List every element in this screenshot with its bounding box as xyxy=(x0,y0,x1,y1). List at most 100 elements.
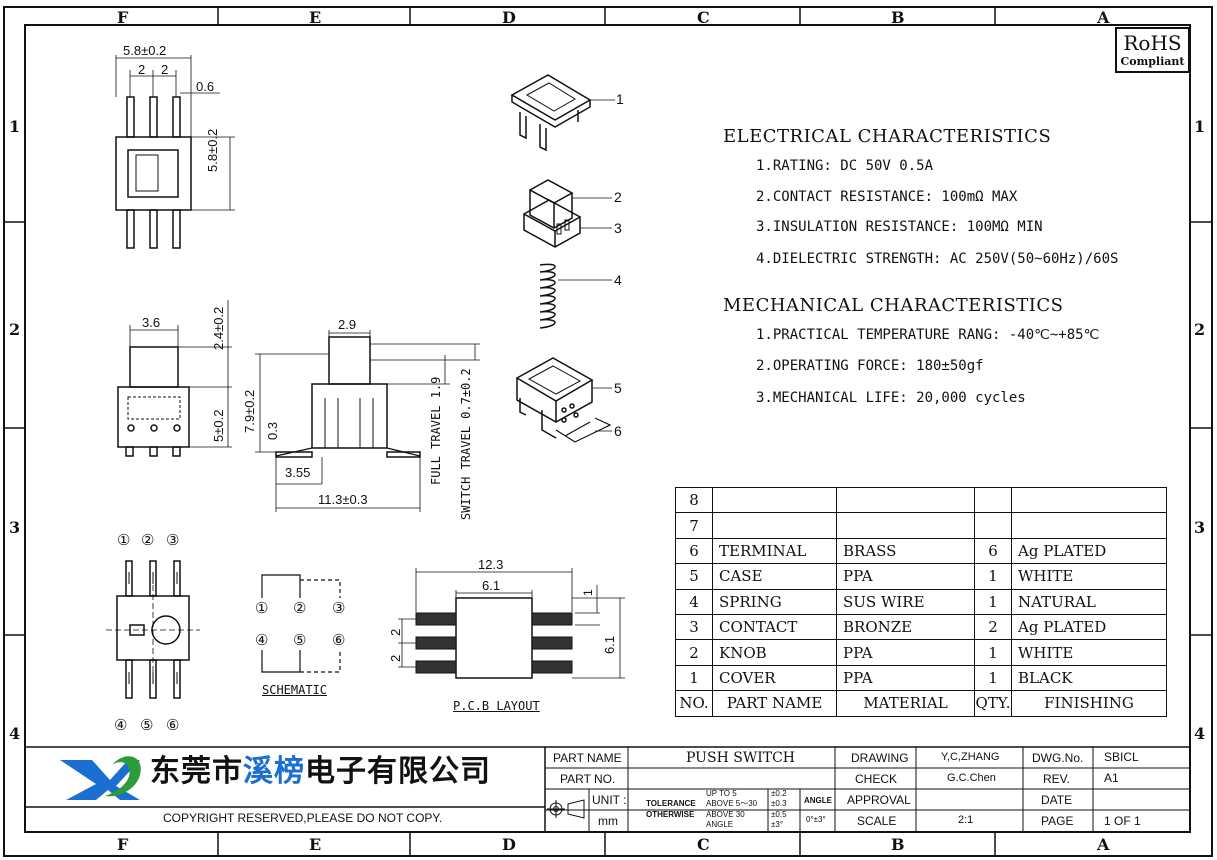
dim-foot: 3.55 xyxy=(285,465,311,480)
bom-qty: 2 xyxy=(974,613,1012,641)
bom-part: CASE xyxy=(712,563,837,590)
bom-finishing: WHITE xyxy=(1011,639,1167,666)
bom-material: BRONZE xyxy=(836,613,975,641)
callout-4: 4 xyxy=(614,272,622,288)
electrical-item-2: 2.CONTACT RESISTANCE: 100mΩ MAX xyxy=(756,189,1018,205)
tb-rev: A1 xyxy=(1104,771,1119,785)
schematic-pin-1: ① xyxy=(255,599,269,617)
tb-part-name: PUSH SWITCH xyxy=(686,750,795,766)
bom-material: PPA xyxy=(836,639,975,666)
tb-unit-label: UNIT : xyxy=(592,793,627,807)
bom-material xyxy=(836,512,975,539)
bom-no: 5 xyxy=(675,563,713,590)
bom-row: 8 xyxy=(675,486,1167,514)
tb-approval-label: APPROVAL xyxy=(847,793,911,807)
company-name-part1: 东莞市 xyxy=(150,754,243,789)
dim-span: 11.3±0.3 xyxy=(318,492,368,507)
zone-col-c-top: C xyxy=(697,8,710,27)
zone-row-2-left: 2 xyxy=(9,320,21,339)
bom-row: 7 xyxy=(675,512,1167,539)
electrical-item-4: 4.DIELECTRIC STRENGTH: AC 250V(50~60Hz)/… xyxy=(756,251,1119,267)
company-name-part3: 电子有限公司 xyxy=(305,754,491,789)
bom-part: COVER xyxy=(712,664,837,692)
zone-row-3-right: 3 xyxy=(1194,518,1206,537)
tb-part-name-label: PART NAME xyxy=(553,751,622,765)
tb-dwg-no: SBICL xyxy=(1104,750,1139,764)
callout-1: 1 xyxy=(616,91,624,107)
dim-standoff: 0.3 xyxy=(265,421,280,440)
tb-check: G.C.Chen xyxy=(947,772,996,784)
dim-body-height: 5±0.2 xyxy=(211,409,226,442)
bom-part: KNOB xyxy=(712,639,837,666)
zone-row-3-left: 3 xyxy=(9,518,21,537)
bom-material: BRASS xyxy=(836,537,975,565)
rohs-subtitle: Compliant xyxy=(1120,55,1185,68)
tb-tolerance-label: TOLERANCE xyxy=(646,799,696,808)
bom-finishing xyxy=(1011,512,1167,539)
bom-finishing: NATURAL xyxy=(1011,588,1167,615)
schematic-pin-2: ② xyxy=(293,599,307,617)
dim-knob-height: 2.4±0.2 xyxy=(211,306,226,350)
dim-top-width: 5.8±0.2 xyxy=(123,43,167,58)
zone-col-a-bottom: A xyxy=(1097,835,1110,854)
bom-no: 2 xyxy=(675,639,713,666)
bom-header-qty: QTY. xyxy=(974,690,1012,717)
bom-no: 1 xyxy=(675,664,713,692)
pcb-dim-height: 6.1 xyxy=(602,635,617,654)
tb-page-label: PAGE xyxy=(1041,814,1074,828)
tb-tol-above-5-30: ABOVE 5～30 xyxy=(706,799,758,808)
schematic-pin-6: ⑥ xyxy=(332,631,346,649)
bom-part: CONTACT xyxy=(712,613,837,641)
bom-qty: 1 xyxy=(974,563,1012,590)
bom-finishing: Ag PLATED xyxy=(1011,537,1167,565)
schematic-pin-4: ④ xyxy=(255,631,269,649)
pcb-dim-pitch-2: 2 xyxy=(388,654,403,662)
callout-2: 2 xyxy=(614,189,622,205)
company-name: 东莞市溪榜电子有限公司 xyxy=(150,757,491,787)
zone-col-e-top: E xyxy=(309,8,322,27)
pcb-dim-span: 12.3 xyxy=(478,557,504,572)
tb-drawing-label: DRAWING xyxy=(851,751,909,765)
bom-part: SPRING xyxy=(712,588,837,615)
tb-tol-v3: ±0.5 xyxy=(771,810,787,819)
rohs-badge: RoHS Compliant xyxy=(1115,27,1190,73)
zone-col-f-bottom: F xyxy=(117,835,129,854)
callout-3: 3 xyxy=(614,220,622,236)
tb-angle-value: 0°±3° xyxy=(806,815,826,824)
tb-scale-label: SCALE xyxy=(857,814,897,828)
bom-no: 6 xyxy=(675,537,713,565)
mechanical-item-2: 2.OPERATING FORCE: 180±50gf xyxy=(756,358,984,374)
pin-label-6: ⑥ xyxy=(166,716,180,734)
zone-col-d-bottom: D xyxy=(502,835,516,854)
callout-5: 5 xyxy=(614,380,622,396)
zone-col-c-bottom: C xyxy=(697,835,710,854)
company-name-part2: 溪榜 xyxy=(243,754,305,789)
zone-col-e-bottom: E xyxy=(309,835,322,854)
dim-pin-width: 0.6 xyxy=(196,79,215,94)
bom-part xyxy=(712,512,837,539)
tb-tol-up-to-5: UP TO 5 xyxy=(706,789,737,798)
pin-label-4: ④ xyxy=(114,716,128,734)
zone-row-4-right: 4 xyxy=(1194,724,1206,743)
tb-otherwise-label: OTHERWISE xyxy=(646,810,695,819)
pcb-dim-body: 6.1 xyxy=(482,578,501,593)
zone-col-b-top: B xyxy=(891,8,905,27)
tb-tol-v1: ±0.2 xyxy=(771,789,787,798)
dim-full-travel: FULL TRAVEL 1.9 xyxy=(429,376,443,485)
dim-front-knob: 2.9 xyxy=(338,317,357,332)
mechanical-item-1: 1.PRACTICAL TEMPERATURE RANG: -40℃~+85℃ xyxy=(756,327,1100,343)
bom-material xyxy=(836,486,975,514)
bom-qty: 6 xyxy=(974,537,1012,565)
callout-6: 6 xyxy=(614,423,622,439)
dim-top-height: 5.8±0.2 xyxy=(205,128,220,172)
dim-side-width: 3.6 xyxy=(142,315,161,330)
tb-tol-above-30: ABOVE 30 xyxy=(706,810,745,819)
